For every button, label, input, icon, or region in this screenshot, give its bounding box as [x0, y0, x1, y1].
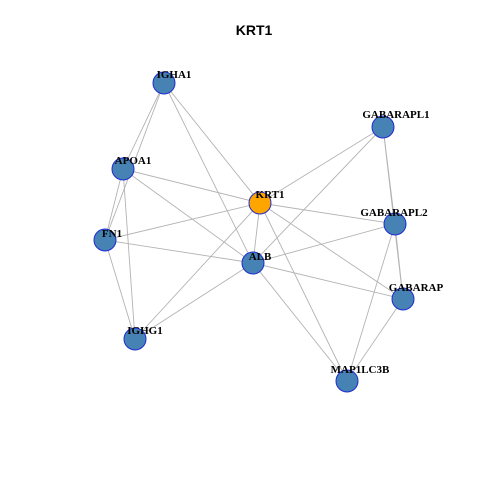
- edge-krt1-gabarapl2: [259, 202, 396, 225]
- node-label-apoa1: APOA1: [115, 155, 152, 167]
- node-ighg1[interactable]: [123, 327, 147, 351]
- node-label-fn1: FN1: [102, 228, 122, 240]
- node-gabarapl2[interactable]: [383, 212, 407, 236]
- edge-alb-gabarapl1: [252, 126, 384, 264]
- edge-krt1-gabarapl1: [259, 126, 384, 204]
- edge-fn1-ighg1: [104, 239, 136, 340]
- node-label-gabarapl2: GABARAPL2: [360, 207, 428, 219]
- node-label-ighg1: IGHG1: [127, 325, 162, 337]
- edge-alb-gabarap: [252, 262, 404, 300]
- node-igha1[interactable]: [152, 71, 176, 95]
- edge-igha1-krt1: [163, 82, 261, 204]
- edge-gabarapl2-gabarap: [394, 223, 404, 300]
- edge-ighg1-alb: [134, 262, 254, 340]
- edge-apoa1-krt1: [122, 168, 261, 204]
- graph-title: KRT1: [236, 22, 273, 38]
- edge-igha1-alb: [163, 82, 254, 264]
- node-apoa1[interactable]: [111, 157, 135, 181]
- node-fn1[interactable]: [93, 228, 117, 252]
- node-alb[interactable]: [241, 251, 265, 275]
- edge-apoa1-alb: [122, 168, 254, 264]
- node-gabarap[interactable]: [391, 287, 415, 311]
- node-label-igha1: IGHA1: [157, 69, 192, 81]
- node-label-gabarap: GABARAP: [389, 282, 444, 294]
- edge-igha1-apoa1: [122, 82, 165, 170]
- edge-gabarapl2-map1lc3b: [346, 223, 396, 382]
- edge-krt1-gabarap: [259, 202, 404, 300]
- node-krt1[interactable]: [248, 191, 272, 215]
- node-label-krt1: KRT1: [256, 189, 285, 201]
- node-map1lc3b[interactable]: [335, 369, 359, 393]
- edge-apoa1-ighg1: [122, 168, 136, 340]
- edge-alb-map1lc3b: [252, 262, 348, 382]
- edge-ighg1-krt1: [134, 202, 261, 340]
- edge-krt1-map1lc3b: [259, 202, 348, 382]
- edge-alb-gabarapl2: [252, 223, 396, 264]
- edge-gabarap-map1lc3b: [346, 298, 404, 382]
- node-label-map1lc3b: MAP1LC3B: [331, 364, 390, 376]
- edge-apoa1-fn1: [104, 168, 124, 241]
- edge-igha1-fn1: [104, 82, 165, 241]
- edge-fn1-alb: [104, 239, 254, 264]
- edge-fn1-krt1: [104, 202, 261, 241]
- node-label-alb: ALB: [249, 251, 272, 263]
- node-label-gabarapl1: GABARAPL1: [362, 109, 429, 121]
- node-gabarapl1[interactable]: [371, 115, 395, 139]
- node-layer: [93, 71, 415, 393]
